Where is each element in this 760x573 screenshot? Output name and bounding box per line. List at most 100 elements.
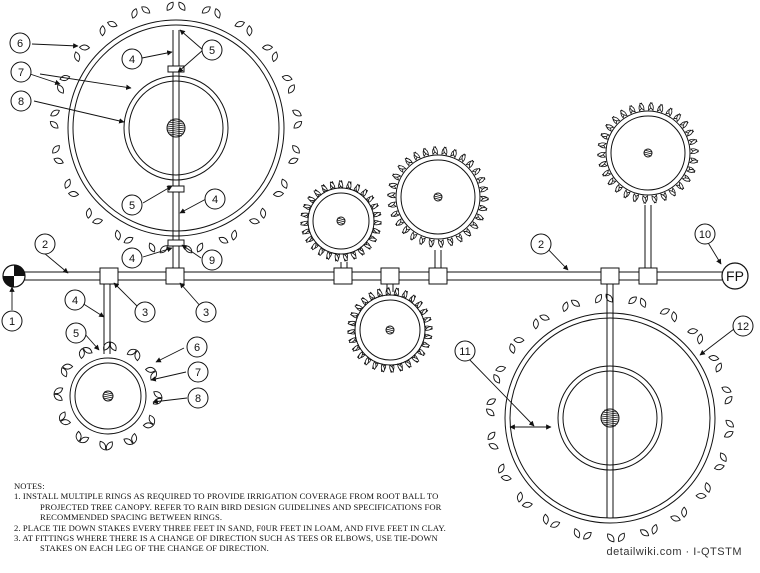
drip-rings [67,19,716,524]
leaf-mark [686,169,696,173]
root-ball-hatch [170,119,182,123]
leaf-mark [597,142,607,147]
leaf-mark [542,513,549,525]
leaf-mark [79,436,90,444]
drip-ring-outer [69,357,147,435]
leaf-mark [85,207,92,219]
leaf-mark [410,357,420,362]
leaf-mark [715,362,722,373]
leaf-mark [629,105,636,113]
leaf-mark [377,289,383,297]
root-ball-hatch [167,123,185,127]
root-ball-hatch [103,397,113,401]
root-ball-hatch [103,395,113,399]
svg-text:7: 7 [195,367,201,379]
leaf-mark [618,532,625,543]
root-ball-hatch [337,221,345,225]
leaf-mark [642,194,647,204]
leaf-mark [53,157,64,164]
root-ball-hatch [602,411,618,415]
leaf-mark [562,301,569,313]
leaf-mark [50,109,60,117]
leaf-mark [178,1,186,11]
leaf-mark [389,364,394,373]
leaf-mark [424,326,433,331]
leaf-mark [668,107,673,117]
leaf-mark [350,312,360,317]
leaf-mark [59,419,72,426]
leaf-mark [463,231,472,236]
leaf-mark [447,238,453,246]
leaf-mark [476,213,484,221]
leaf-mark [539,314,550,321]
leaf-mark [404,158,413,163]
leaf-mark [474,167,480,176]
leaf-mark [387,192,396,197]
leaf-mark [148,414,156,425]
callout-bubbles: 6 7 8 4 5 5 4 4 9 2 1 4 3 3 5 6 7 8 2 10… [1,32,754,409]
leaf-mark [521,501,533,508]
leaf-mark [695,492,707,499]
leaf-mark [326,250,331,260]
drip-ring-outer [123,75,229,181]
leaf-mark [362,188,367,198]
leaf-mark [123,438,134,445]
leaf-mark [659,103,664,114]
callout-4: 4 [204,188,226,210]
leaf-mark [478,177,485,184]
svg-text:5: 5 [209,45,215,57]
callout-12: 12 [732,315,754,337]
leaf-mark [600,133,610,137]
leaf-mark [358,350,363,360]
leaf-mark [632,192,637,203]
root-ball-hatch [103,391,113,395]
leaf-mark [372,227,380,234]
leaf-mark [725,419,734,428]
svg-text:2: 2 [538,239,544,251]
leaf-mark [148,242,156,253]
leaf-mark [605,124,615,129]
leaf-mark [410,231,415,241]
leaf-mark [687,328,699,335]
leaf-mark [313,190,322,196]
root-balls [102,118,653,428]
drip-ring-outer [307,187,375,255]
leaf-mark [509,343,516,354]
leaf-mark [649,102,654,112]
drip-ring-inner [74,362,142,430]
root-ball-hatch [386,326,394,330]
leaf-mark [196,242,204,253]
leaf-mark [367,237,378,242]
leaf-mark [288,84,295,94]
leaf-mark [660,193,667,201]
leaf-mark [302,228,310,235]
leaf-mark [686,129,694,137]
leaf-mark [608,177,614,186]
callout-6: 6 [186,336,208,358]
leaf-mark [498,463,505,474]
drip-ring-outer [67,19,285,237]
leaf-mark [114,229,121,241]
callout-3: 3 [134,301,156,323]
root-ball-hatch [601,419,619,423]
leaf-mark [131,432,138,445]
callout-2: 2 [530,233,552,255]
leaf-mark [59,411,66,422]
leaf-mark [395,287,400,297]
leaf-mark [443,146,448,156]
leaf-mark [260,207,267,219]
leaf-mark [373,212,381,218]
canopy-group [597,102,699,204]
leaf-mark [355,183,360,194]
leaf-mark [75,430,82,443]
note-item-2: 2. PLACE TIE DOWN STAKES EVERY THREE FEE… [14,522,446,533]
leaf-mark [704,482,711,493]
callout-7: 7 [10,61,32,83]
leaf-mark [107,21,118,28]
svg-text:2: 2 [42,239,48,251]
leaf-mark [52,145,60,154]
leaf-mark [639,529,650,537]
leaf-mark [639,102,645,111]
leaf-mark [595,293,602,304]
leaf-mark [78,44,91,51]
